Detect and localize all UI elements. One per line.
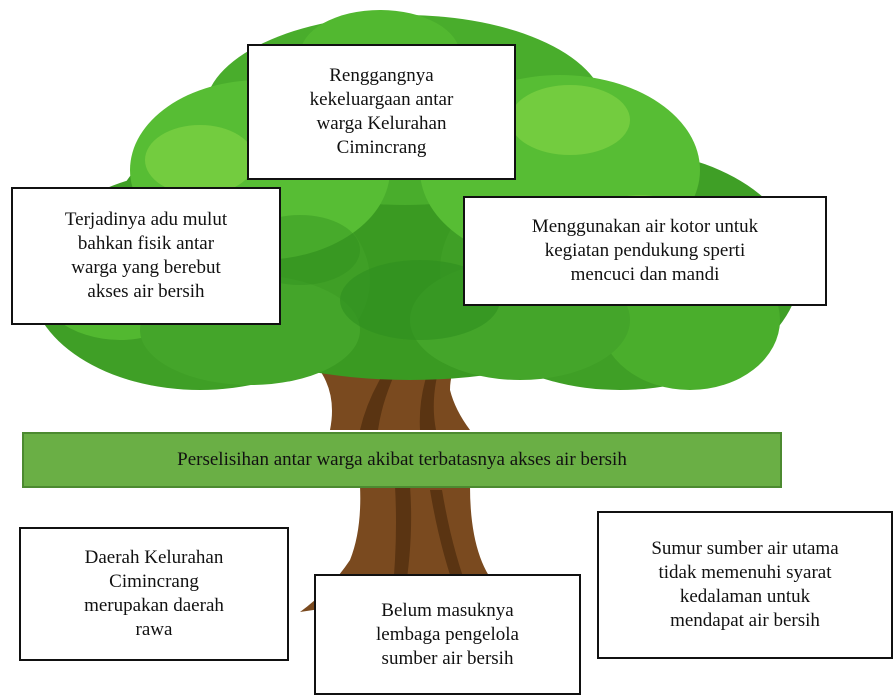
effect-box-right: Menggunakan air kotor untuk kegiatan pen… <box>463 196 827 306</box>
cause-box-middle: Belum masuknya lembaga pengelola sumber … <box>314 574 581 695</box>
cause-box-left: Daerah Kelurahan Cimincrang merupakan da… <box>19 527 289 661</box>
effect-box-top: Renggangnya kekeluargaan antar warga Kel… <box>247 44 516 180</box>
effect-box-left: Terjadinya adu mulut bahkan fisik antar … <box>11 187 281 325</box>
cause-box-right: Sumur sumber air utama tidak memenuhi sy… <box>597 511 893 659</box>
core-problem-bar: Perselisihan antar warga akibat terbatas… <box>22 432 782 488</box>
